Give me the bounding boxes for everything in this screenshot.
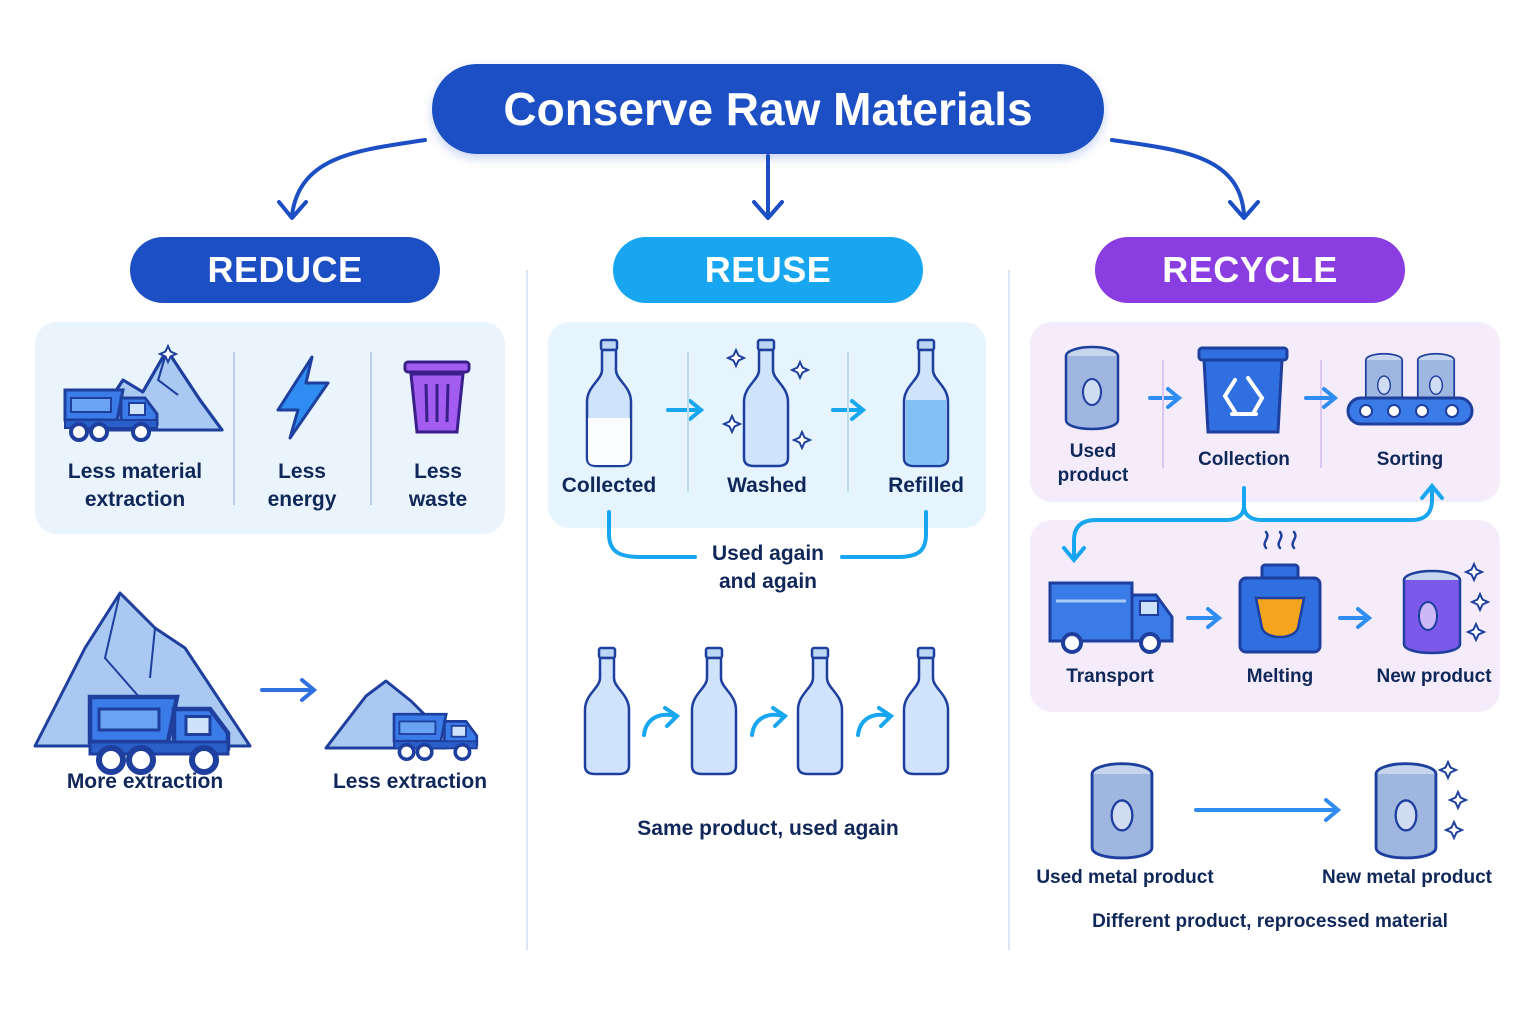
arrow-to-reduce bbox=[290, 138, 427, 217]
less-extraction-label: Less extraction bbox=[332, 770, 488, 793]
sorting-conveyor-icon bbox=[1346, 352, 1474, 426]
bottle-refilled-icon bbox=[902, 338, 950, 468]
less-extraction-icon bbox=[324, 679, 479, 762]
reuse-loop-arrow bbox=[607, 510, 928, 559]
bottle-washed-icon bbox=[723, 338, 811, 468]
used-can-icon bbox=[1064, 345, 1120, 431]
bottle-row-icon bbox=[583, 646, 950, 776]
reuse-heading: REUSE bbox=[613, 237, 923, 303]
reduce-item-label: Less material extraction bbox=[67, 460, 203, 511]
used-metal-label: Used metal product bbox=[1036, 867, 1214, 888]
recycle-step-label: Used product bbox=[1057, 441, 1129, 486]
new-can-icon bbox=[1402, 563, 1489, 655]
page-title: Conserve Raw Materials bbox=[432, 64, 1104, 154]
recycle-step-label: New product bbox=[1376, 666, 1492, 687]
new-metal-label: New metal product bbox=[1322, 867, 1492, 888]
arrow-to-recycle bbox=[1110, 138, 1246, 217]
arrow-icon bbox=[1148, 387, 1183, 409]
lightning-icon bbox=[276, 355, 330, 440]
divider-right bbox=[1008, 270, 1010, 950]
recycle-step-label: Collection bbox=[1198, 449, 1290, 470]
reuse-step-label: Refilled bbox=[888, 474, 964, 497]
arrow-head-recycle bbox=[1228, 200, 1260, 220]
arrow-icon bbox=[1304, 387, 1339, 409]
recycle-step-label: Melting bbox=[1246, 666, 1314, 687]
recycle-symbol-icon bbox=[1222, 376, 1265, 416]
arrow-icon bbox=[1186, 607, 1223, 629]
reuse-step-label: Washed bbox=[727, 474, 807, 497]
reuse-caption: Same product, used again bbox=[637, 817, 899, 840]
reduce-item-label: Less waste bbox=[408, 460, 468, 511]
recycle-flow-arrow bbox=[1062, 482, 1444, 564]
more-extraction-label: More extraction bbox=[66, 770, 224, 793]
mine-truck-icon bbox=[63, 345, 224, 442]
arrow-icon bbox=[1338, 607, 1373, 629]
arrow-head-reuse bbox=[752, 200, 784, 220]
recycle-bin-icon bbox=[1197, 346, 1289, 434]
melting-furnace-icon bbox=[1238, 530, 1322, 654]
more-extraction-icon bbox=[33, 591, 252, 772]
new-metal-can-icon bbox=[1374, 761, 1467, 860]
reduce-item-label: Less energy bbox=[267, 460, 337, 511]
curved-arrow-icon bbox=[642, 706, 895, 737]
trash-can-icon bbox=[403, 360, 471, 434]
recycle-step-label: Sorting bbox=[1376, 449, 1444, 470]
divider-left bbox=[526, 270, 528, 950]
long-arrow-icon bbox=[1194, 798, 1342, 822]
used-metal-can-icon bbox=[1090, 762, 1154, 860]
reuse-loop-label: Used again and again bbox=[711, 542, 825, 593]
arrow-head-reduce bbox=[277, 200, 308, 220]
arrow-icon bbox=[260, 678, 318, 702]
bottle-collected-icon bbox=[585, 338, 633, 468]
reuse-step-label: Collected bbox=[561, 474, 657, 497]
recycle-heading: RECYCLE bbox=[1095, 237, 1405, 303]
arrow-icon bbox=[666, 399, 705, 421]
reduce-heading: REDUCE bbox=[130, 237, 440, 303]
recycle-step-label: Transport bbox=[1066, 666, 1154, 687]
recycle-caption: Different product, reprocessed material bbox=[1092, 911, 1448, 932]
transport-truck-icon bbox=[1048, 581, 1174, 654]
